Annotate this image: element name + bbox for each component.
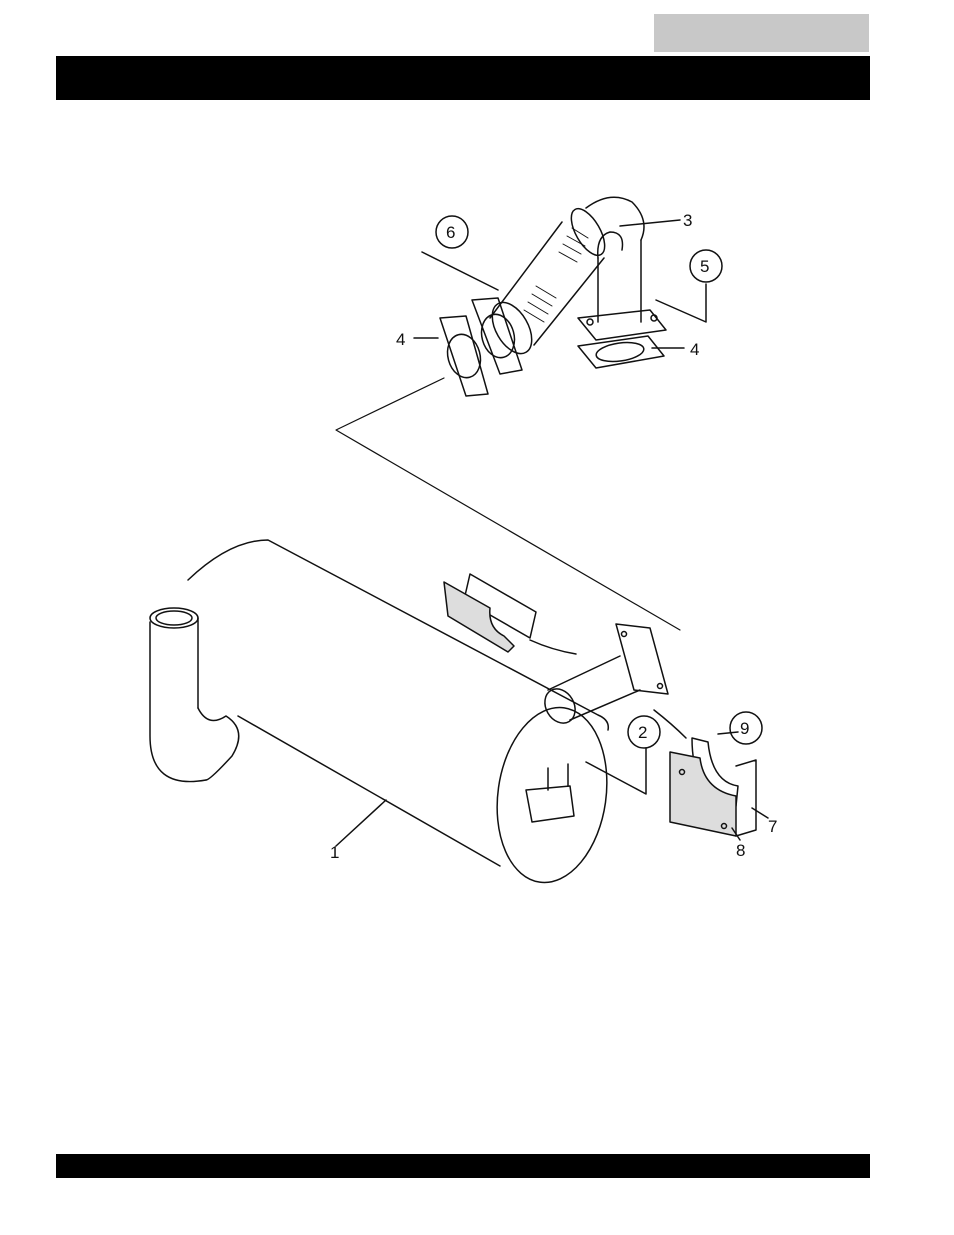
callouts bbox=[436, 216, 762, 748]
leader-7 bbox=[752, 808, 768, 818]
upper-mount-arrow bbox=[530, 640, 576, 654]
callout-8: 8 bbox=[736, 841, 745, 860]
elbow-end-ring bbox=[565, 203, 612, 260]
lower-mount-arrow bbox=[654, 710, 686, 738]
callout-6: 6 bbox=[446, 223, 455, 242]
callout-4-left: 4 bbox=[396, 330, 405, 349]
muffler-end-cap bbox=[486, 700, 617, 889]
leader-1 bbox=[336, 800, 386, 846]
callout-4-right: 4 bbox=[690, 340, 699, 359]
outlet-stack bbox=[150, 618, 206, 782]
hose-mesh-lower bbox=[524, 286, 556, 322]
speckled-gasket bbox=[670, 752, 736, 836]
callout-1: 1 bbox=[330, 843, 339, 862]
leader-6 bbox=[422, 252, 498, 290]
callout-7: 7 bbox=[768, 817, 777, 836]
bolt-hole bbox=[587, 319, 593, 325]
elbow-outer bbox=[586, 197, 644, 240]
lower-bracket-set bbox=[654, 710, 768, 840]
exhaust-pipe-assembly bbox=[414, 197, 706, 396]
bolt-hole bbox=[658, 684, 663, 689]
callout-2: 2 bbox=[638, 723, 647, 742]
end-bracket bbox=[526, 786, 574, 822]
outlet-elbow bbox=[198, 708, 239, 780]
leader-gasket-to-inlet bbox=[336, 378, 680, 630]
muffler-bottom-edge bbox=[238, 716, 500, 866]
outlet-stack-opening-inner bbox=[156, 611, 192, 625]
vertical-pipe bbox=[598, 240, 641, 322]
callout-9: 9 bbox=[740, 719, 749, 738]
bolt-hole bbox=[622, 632, 627, 637]
muffler-body bbox=[150, 540, 668, 890]
callout-3: 3 bbox=[683, 211, 692, 230]
leader-5 bbox=[656, 284, 706, 322]
gasket-right bbox=[578, 336, 664, 368]
leader-3 bbox=[620, 220, 680, 226]
gasket-left-bore bbox=[443, 331, 485, 382]
inlet-pipe bbox=[548, 656, 640, 720]
callout-5: 5 bbox=[700, 257, 709, 276]
hose-mesh-upper bbox=[559, 228, 588, 262]
inlet-pipe-end bbox=[539, 683, 581, 728]
leader-2 bbox=[586, 748, 646, 794]
footer-bar bbox=[56, 1154, 870, 1178]
upper-mount-bracket bbox=[444, 574, 576, 654]
side-bracket bbox=[736, 760, 756, 836]
leader-9 bbox=[718, 732, 738, 734]
